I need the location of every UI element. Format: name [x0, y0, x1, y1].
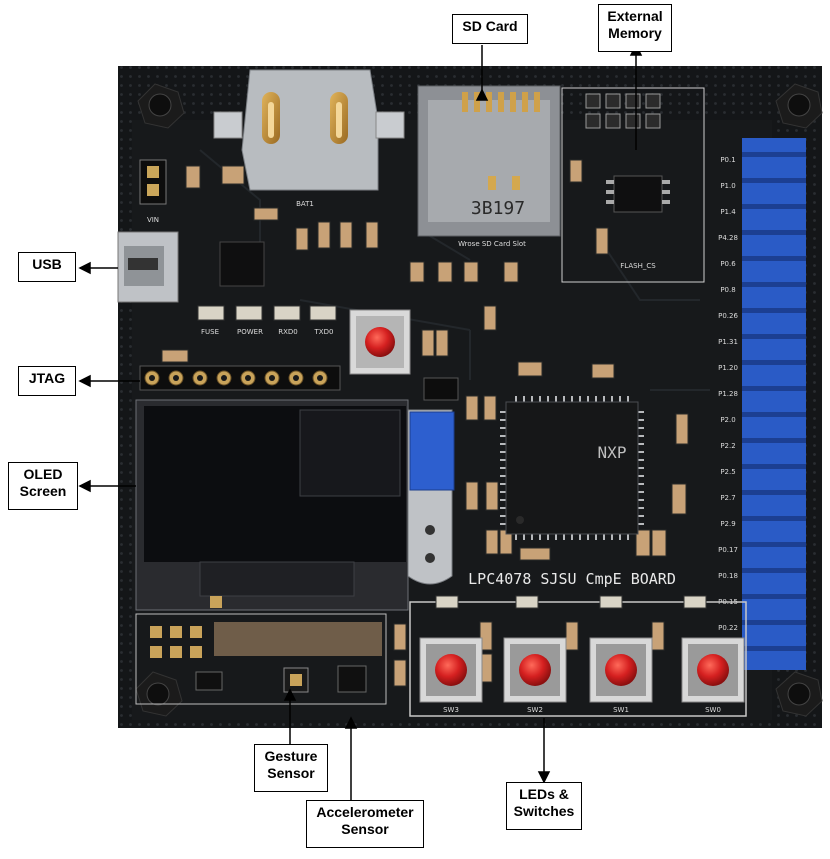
led-label-rxd0: RXD0: [278, 328, 298, 336]
pin-label: P1.31: [718, 338, 738, 346]
callout-jtag: JTAG: [18, 366, 76, 396]
pin-label: P0.8: [720, 286, 735, 294]
pin-label: P2.0: [720, 416, 735, 424]
reset-button: [349, 309, 411, 375]
led-label-power: POWER: [237, 328, 263, 336]
chip-logo: NXP: [598, 443, 627, 462]
standoff-top-left: [137, 83, 185, 129]
sd-slot-label: Wrose SD Card Slot: [458, 240, 526, 248]
mcu-chip: NXP x: [500, 396, 644, 540]
pin-label: P0.6: [720, 260, 736, 268]
pin-label: P1.4: [720, 208, 736, 216]
pin-label: P1.28: [718, 390, 738, 398]
standoff-bottom-left: [135, 671, 183, 717]
switch-sw2: [503, 637, 567, 703]
switch-sw1: [589, 637, 653, 703]
pin-label: P0.26: [718, 312, 738, 320]
switch-label-sw2: SW2: [527, 706, 543, 714]
pin-label: P4.28: [718, 234, 738, 242]
standoff-top-right: [775, 83, 823, 129]
battery-label: BAT1: [296, 200, 314, 208]
pin-label: P2.7: [720, 494, 735, 502]
gpio-header: [742, 138, 806, 670]
pin-label: P1.20: [718, 364, 738, 372]
usb-connector: [117, 231, 179, 303]
status-leds: FUSE POWER RXD0 TXD0: [197, 305, 337, 336]
sd-card-slot: 3B197 Wrose SD Card Slot: [417, 85, 561, 248]
usb-bridge-ic: [219, 241, 265, 287]
jtag-header: [139, 365, 341, 391]
board-title: LPC4078 SJSU CmpE BOARD: [468, 570, 676, 588]
callout-gesture-sensor: Gesture Sensor: [254, 744, 328, 792]
callout-external-memory: External Memory: [598, 4, 672, 52]
pin-label: P1.0: [720, 182, 735, 190]
passive-components: [161, 159, 689, 687]
vin-label: VIN: [147, 216, 159, 224]
pin-label: P2.2: [720, 442, 735, 450]
callout-arrows: [78, 43, 643, 800]
vin-header: VIN: [139, 159, 167, 224]
switch-label-sw1: SW1: [613, 706, 629, 714]
switch-label-sw0: SW0: [705, 706, 721, 714]
pin-label: P0.1: [720, 156, 735, 164]
switch-sw0: [681, 637, 745, 703]
switch-label-sw3: SW3: [443, 706, 459, 714]
pin-label: P0.22: [718, 624, 738, 632]
pin-label: P2.5: [720, 468, 735, 476]
led-label-txd0: TXD0: [314, 328, 334, 336]
callout-sd-card: SD Card: [452, 14, 528, 44]
battery-holder: BAT1: [213, 69, 405, 208]
pin-label: P0.18: [718, 572, 738, 580]
callout-leds-switches: LEDs & Switches: [506, 782, 582, 830]
external-memory-area: FLASH_CS: [561, 87, 705, 283]
sensor-area: [135, 613, 387, 705]
standoff-bottom-right: [775, 671, 823, 717]
accelerometer-chip: [337, 665, 367, 693]
callout-oled-screen: OLED Screen: [8, 462, 78, 510]
led-label-fuse: FUSE: [201, 328, 219, 336]
crystal-and-jumper: [407, 377, 459, 585]
oled-screen: [135, 399, 409, 611]
pin-label: P2.9: [720, 520, 735, 528]
leds-switches-area: SW3 SW2 SW1 SW0: [409, 595, 747, 717]
pin-label: P0.17: [718, 546, 738, 554]
flash-label: FLASH_CS: [620, 262, 656, 270]
callout-usb: USB: [18, 252, 76, 282]
sd-marking: 3B197: [471, 198, 525, 219]
callout-accelerometer-sensor: Accelerometer Sensor: [306, 800, 424, 848]
switch-sw3: [419, 637, 483, 703]
